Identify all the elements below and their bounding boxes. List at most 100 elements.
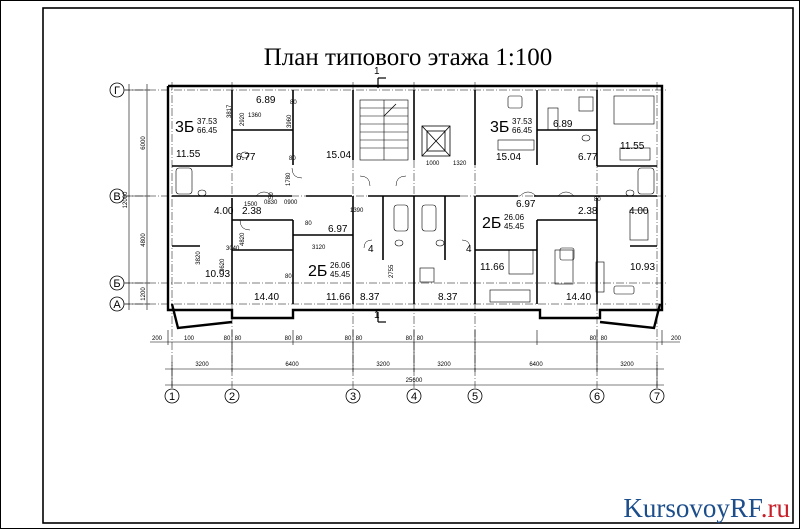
dim-segment: 3200 — [376, 362, 390, 368]
apartment-total-area: 45.45 — [330, 270, 351, 279]
dim-detail: 100 — [184, 336, 195, 342]
room-area: 4.00 — [629, 206, 649, 217]
room-area: 2.38 — [242, 206, 262, 217]
axis-label-2: В — [113, 191, 120, 203]
axis-bubbles — [109, 82, 665, 404]
inner-dimension: 80 — [594, 197, 601, 203]
room-area: 8.37 — [360, 292, 380, 303]
dim-detail: 80 — [285, 336, 292, 342]
apartment-code: 2Б — [308, 263, 327, 280]
room-area: 10.93 — [630, 262, 655, 273]
dim-segment: 3200 — [620, 362, 634, 368]
room-area: 6.89 — [256, 95, 276, 106]
room-area: 6.77 — [578, 152, 598, 163]
room-area: 6.89 — [553, 119, 573, 130]
dim-segment: 6400 — [285, 362, 299, 368]
axis-label-4: А — [113, 299, 121, 311]
room-area: 4 — [368, 244, 374, 255]
dim-total: 25600 — [406, 378, 423, 384]
elevator-shaft — [421, 125, 451, 157]
inner-dimension: 1500 — [244, 202, 258, 208]
room-area: 10.93 — [205, 269, 230, 280]
dim-detail: 80 — [345, 336, 352, 342]
dim-segment: 3200 — [195, 362, 209, 368]
inner-dimension: 3960 — [287, 114, 293, 128]
apartment-code: 2Б — [482, 215, 501, 232]
inner-dimension: 1390 — [350, 208, 364, 214]
dim-detail: 80 — [601, 336, 608, 342]
axis-label-6: 6 — [594, 391, 600, 403]
room-area-labels: 6.89 11.55 6.77 15.04 4.00 2.38 6.97 10.93 14.40… — [176, 95, 655, 303]
room-area: 11.66 — [326, 292, 351, 303]
room-area: 6.77 — [236, 152, 256, 163]
dim-left: 12000 — [123, 191, 129, 208]
room-area: 11.66 — [480, 262, 505, 273]
axis-label-5: 5 — [472, 391, 478, 403]
drawing-title: План типового этажа 1:100 — [264, 44, 553, 71]
inner-dimension: 80 — [290, 100, 297, 106]
watermark-main: KursovoyRF — [623, 493, 763, 523]
dim-detail: 80 — [590, 336, 597, 342]
axis-label-3: 3 — [350, 391, 356, 403]
drawing-frame — [42, 7, 794, 524]
inner-dimension: 4820 — [240, 232, 246, 246]
dim-detail: 80 — [406, 336, 413, 342]
inner-dimension: 1320 — [453, 161, 467, 167]
dim-left: 4800 — [141, 233, 147, 247]
room-area: 4 — [466, 244, 472, 255]
apartment-living-area: 37.53 — [512, 117, 533, 126]
apartment-living-area: 26.06 — [330, 261, 351, 270]
dim-left: 6000 — [141, 136, 147, 150]
interior-walls — [172, 90, 657, 304]
room-area: 14.40 — [254, 292, 279, 303]
axis-label-1: 1 — [169, 391, 175, 403]
inner-dimension: 2920 — [240, 112, 246, 126]
inner-dimension: 1000 — [426, 161, 440, 167]
apartment-living-area: 37.53 — [197, 117, 218, 126]
inner-dimension: 3120 — [312, 245, 326, 251]
dim-left: 1200 — [141, 287, 147, 301]
inner-dimension: 3817 — [227, 104, 233, 118]
room-area: 6.97 — [328, 224, 348, 235]
sanitary-fixtures — [175, 96, 655, 283]
apartment-total-area: 66.45 — [197, 126, 218, 135]
apartment-code: 3Б — [490, 119, 509, 136]
axis-label-4: 4 — [411, 391, 417, 403]
inner-dimension: 1780 — [286, 172, 292, 186]
apartment-living-area: 26.06 — [504, 213, 525, 222]
inner-dimension: 3620 — [220, 258, 226, 272]
room-area: 4.00 — [214, 206, 234, 217]
room-area: 8.37 — [438, 292, 458, 303]
inner-dimension: 80 — [305, 221, 312, 227]
dim-detail: 80 — [224, 336, 231, 342]
axis-label-1: Г — [114, 85, 120, 97]
inner-dimension: 80 — [289, 156, 296, 162]
room-area: 11.55 — [620, 141, 645, 152]
inner-dimension: 0900 — [284, 200, 298, 206]
watermark: KursovoyRF.ru — [623, 493, 790, 523]
room-area: 14.40 — [566, 292, 591, 303]
axis-label-3: Б — [113, 278, 120, 290]
watermark-suffix: .ru — [761, 493, 791, 523]
stairwell — [359, 99, 409, 161]
section-cut-mark — [377, 77, 386, 323]
dim-detail: 80 — [356, 336, 363, 342]
apartment-code: 3Б — [175, 119, 194, 136]
section-mark-bottom: 1 — [374, 310, 380, 321]
inner-dimension: 1360 — [248, 113, 262, 119]
section-mark-top: 1 — [374, 66, 380, 77]
dim-detail: 200 — [671, 336, 682, 342]
dim-detail: 80 — [235, 336, 242, 342]
apartment-total-area: 66.45 — [512, 126, 533, 135]
room-area: 15.04 — [326, 150, 351, 161]
dim-segment: 3200 — [437, 362, 451, 368]
dimension-lines-bottom — [150, 330, 680, 388]
room-area: 15.04 — [496, 152, 521, 163]
furniture — [489, 95, 655, 303]
